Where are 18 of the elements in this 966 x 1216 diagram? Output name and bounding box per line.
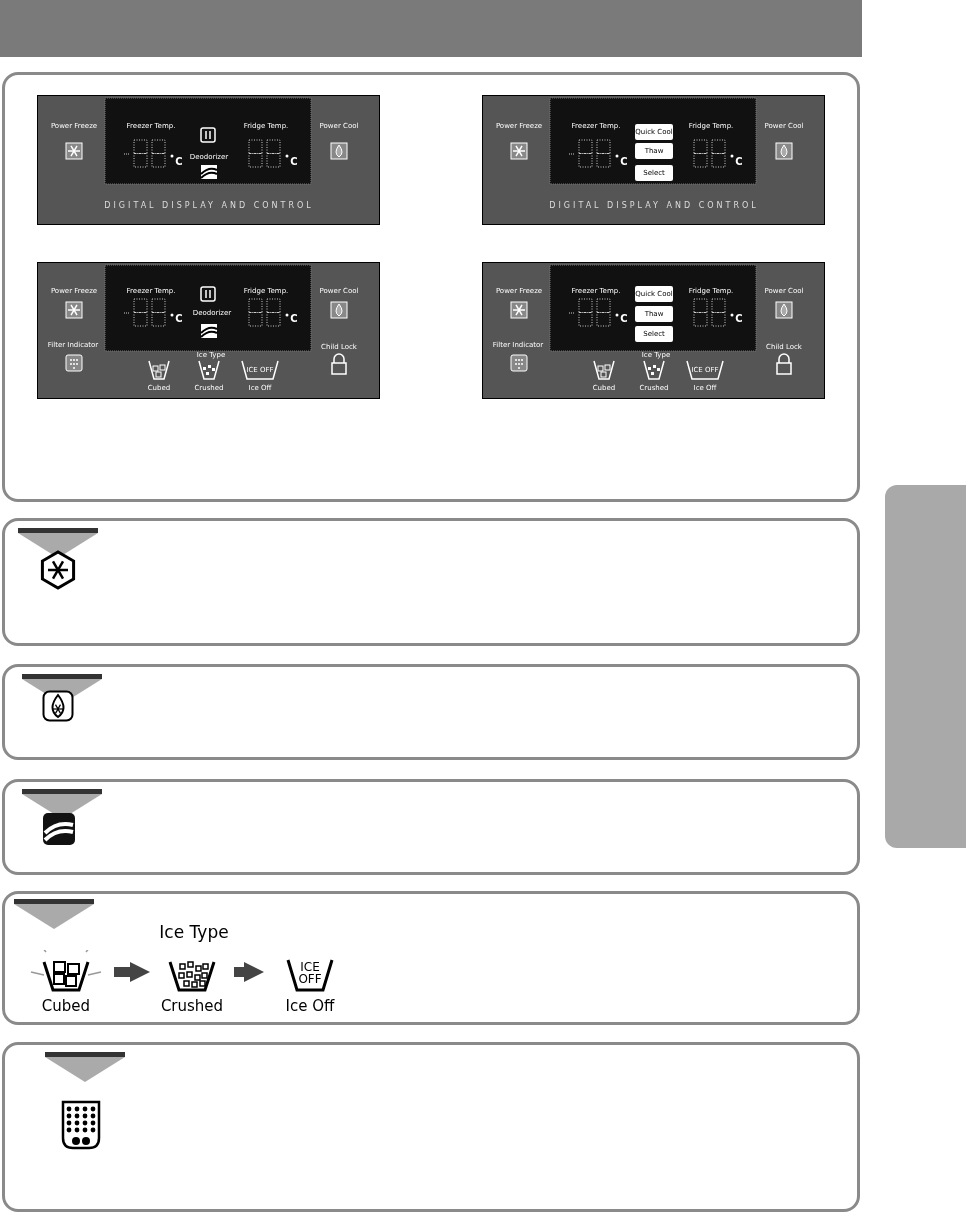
arrow	[234, 962, 264, 982]
unit-label: C	[735, 314, 743, 324]
option-label: Crushed	[160, 998, 224, 1014]
unit-label: C	[290, 314, 298, 324]
unit-label: C	[620, 157, 628, 167]
section-heading: Ice Type	[159, 923, 229, 941]
unit-label: C	[620, 314, 628, 324]
option-label: Ice Off	[285, 998, 335, 1014]
unit-label: C	[175, 314, 183, 324]
arrow	[114, 962, 150, 982]
side-tab	[885, 485, 966, 848]
icon-label: ICE OFF	[297, 961, 323, 985]
unit-label: C	[175, 157, 183, 167]
panel-caption: DIGITAL DISPLAY AND CONTROL	[549, 202, 759, 210]
panel-caption: DIGITAL DISPLAY AND CONTROL	[104, 202, 314, 210]
unit-label: C	[290, 157, 298, 167]
option-label: Cubed	[41, 998, 91, 1014]
unit-label: C	[735, 157, 743, 167]
